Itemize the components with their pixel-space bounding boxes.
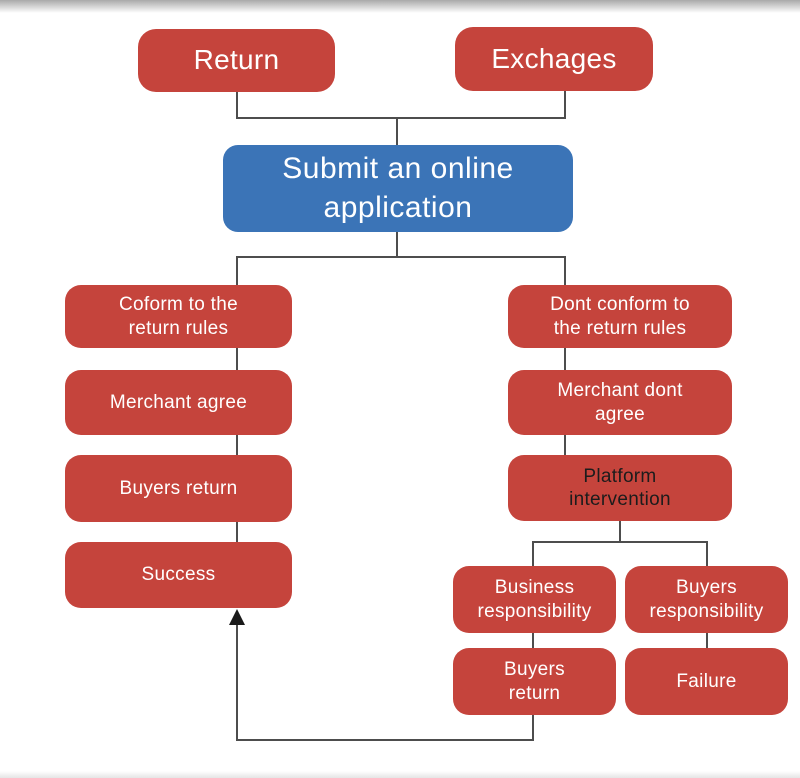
connector-line: [564, 91, 566, 118]
connector-line: [706, 541, 708, 566]
connector-line: [236, 256, 238, 285]
node-return: Return: [138, 29, 335, 92]
node-success: Success: [65, 542, 292, 608]
connector-line: [619, 521, 621, 542]
node-conform-rules: Coform to the return rules: [65, 285, 292, 348]
connector-line: [236, 348, 238, 370]
connector-line: [706, 633, 708, 648]
connector-line: [532, 633, 534, 648]
connector-line: [564, 348, 566, 370]
node-exchages: Exchages: [455, 27, 653, 91]
node-buyers-responsibility: Buyers responsibility: [625, 566, 788, 633]
connector-line: [236, 92, 238, 118]
node-failure: Failure: [625, 648, 788, 715]
node-buyers-return-left: Buyers return: [65, 455, 292, 522]
connector-line: [396, 117, 398, 145]
connector-line: [564, 435, 566, 455]
bottom-edge-shadow: [0, 771, 800, 778]
connector-line: [532, 541, 708, 543]
node-merchant-dont-agree: Merchant dont agree: [508, 370, 732, 435]
arrowhead-up-icon: [229, 609, 245, 625]
top-edge-shadow: [0, 0, 800, 13]
node-platform-intervention: Platform intervention: [508, 455, 732, 521]
node-business-responsibility: Business responsibility: [453, 566, 616, 633]
connector-line: [236, 739, 534, 741]
connector-line: [236, 625, 238, 741]
connector-line: [396, 232, 398, 257]
connector-line: [564, 256, 566, 285]
node-submit-application: Submit an online application: [223, 145, 573, 232]
node-dont-conform-rules: Dont conform to the return rules: [508, 285, 732, 348]
node-merchant-agree: Merchant agree: [65, 370, 292, 435]
node-buyers-return-bottom: Buyers return: [453, 648, 616, 715]
connector-line: [236, 117, 566, 119]
connector-line: [532, 715, 534, 741]
connector-line: [236, 522, 238, 542]
connector-line: [236, 435, 238, 455]
connector-line: [532, 541, 534, 566]
connector-line: [236, 256, 566, 258]
